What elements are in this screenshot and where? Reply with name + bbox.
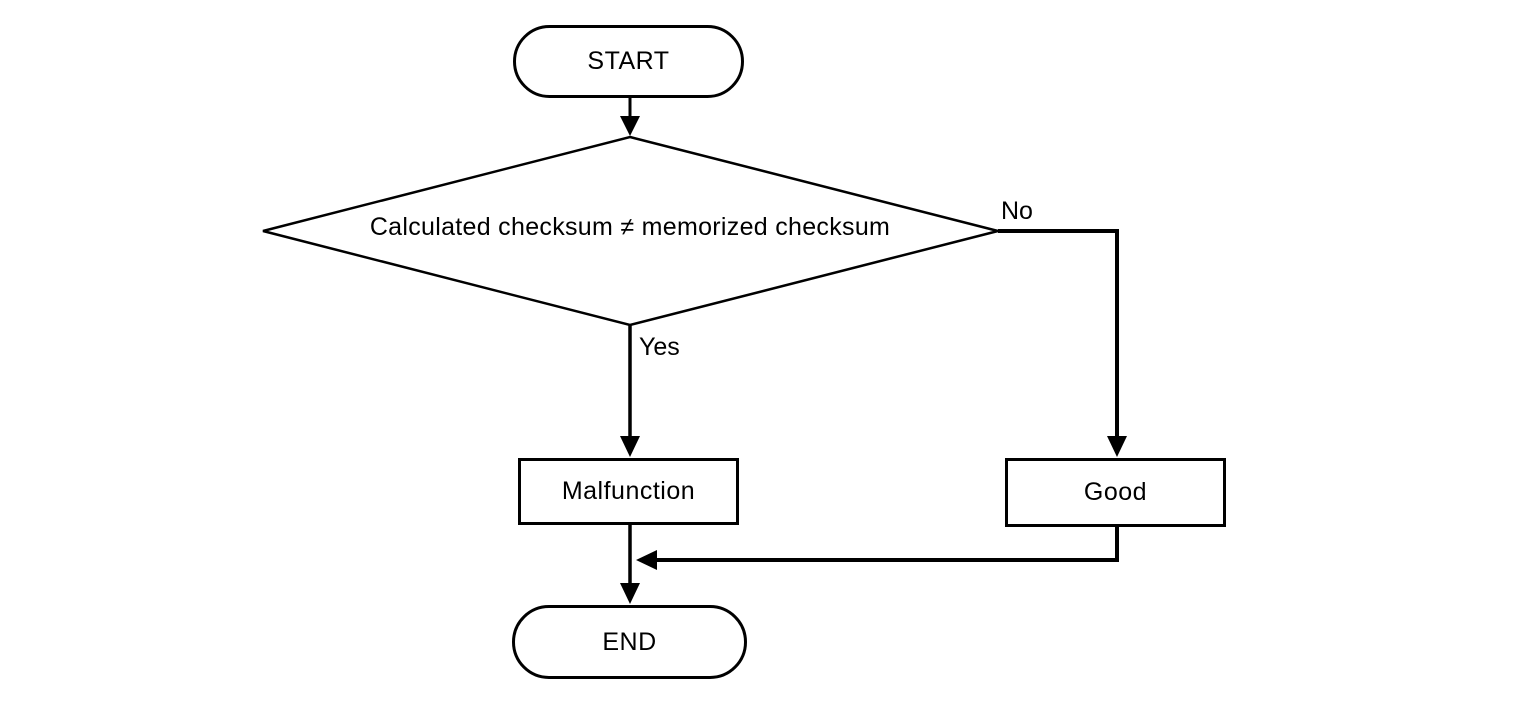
edge-label-yes: Yes: [639, 333, 680, 361]
arrowhead-malfunction-to-end: [620, 583, 640, 604]
edge-label-no: No: [1001, 197, 1033, 225]
good-process-box: Good: [1005, 458, 1226, 527]
good-label: Good: [1083, 478, 1148, 506]
arrowhead-decision-to-good: [1107, 436, 1127, 457]
arrowhead-good-to-merge: [636, 550, 657, 570]
edge-good-to-merge: [655, 527, 1119, 562]
malfunction-label: Malfunction: [561, 477, 696, 505]
start-terminator: START: [513, 25, 744, 98]
arrowhead-decision-to-malfunction: [620, 436, 640, 457]
edge-decision-to-good: [998, 229, 1119, 438]
end-label: END: [602, 627, 657, 656]
start-label: START: [587, 47, 670, 75]
arrowhead-start-to-decision: [620, 116, 640, 136]
decision-label: Calculated checksum ≠ memorized checksum: [369, 213, 891, 241]
malfunction-process-box: Malfunction: [518, 458, 739, 525]
end-terminator: END: [512, 605, 747, 679]
